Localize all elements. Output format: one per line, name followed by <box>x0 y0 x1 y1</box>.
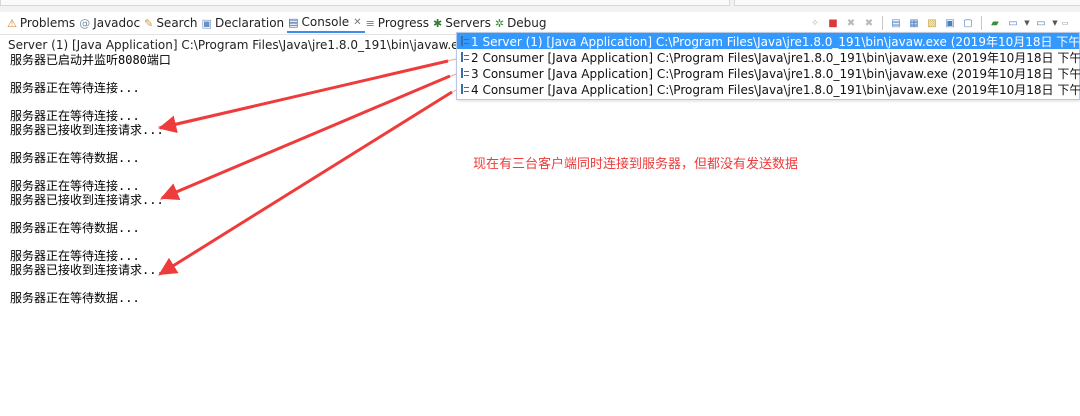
progress-icon: ≡ <box>365 16 375 30</box>
search-icon: ✎ <box>144 16 154 30</box>
scroll-lock-icon[interactable]: ▤ <box>891 17 901 29</box>
console-line <box>10 235 171 249</box>
javadoc-icon: @ <box>79 16 91 30</box>
annotation-text: 现在有三台客户端同时连接到服务器，但都没有发送数据 <box>473 157 799 172</box>
chevron-down-icon[interactable]: ▼ <box>1024 19 1030 27</box>
pin-console-icon[interactable]: ▢ <box>963 17 973 29</box>
tab-label: Problems <box>19 16 76 30</box>
problems-icon: ⚠ <box>7 16 17 30</box>
open-console-icon[interactable]: ▭ <box>1008 17 1018 29</box>
tab-servers[interactable]: ✱Servers <box>432 13 494 33</box>
console-line <box>10 67 171 81</box>
console-output[interactable]: 服务器已启动并监听8080端口服务器正在等待连接...服务器正在等待连接...服… <box>10 53 171 305</box>
remove-all-terminated-icon[interactable]: ✖ <box>864 17 874 29</box>
console-icon <box>461 84 469 94</box>
console-select-item[interactable]: 2 Consumer [Java Application] C:\Program… <box>457 49 1080 65</box>
console-select-item[interactable]: 1 Server (1) [Java Application] C:\Progr… <box>457 33 1080 49</box>
console-process-label: Server (1) [Java Application] C:\Program… <box>8 38 456 52</box>
declaration-icon: ▣ <box>201 16 212 30</box>
remove-all-icon[interactable]: ✖ <box>846 17 856 29</box>
console-line: 服务器已接收到连接请求... <box>10 263 164 277</box>
console-line <box>10 137 171 151</box>
console-select-label: 3 Consumer [Java Application] C:\Program… <box>471 66 1080 81</box>
new-console-icon[interactable]: ▭ <box>1036 17 1046 29</box>
terminate-icon[interactable]: ■ <box>828 17 838 29</box>
top-panel-edge-right <box>734 0 1080 6</box>
minimize-icon[interactable]: ▭ <box>1061 19 1069 27</box>
top-panel-edge-left <box>0 0 730 6</box>
console-icon <box>461 36 469 46</box>
toolbar-separator <box>981 16 982 30</box>
debug-icon: ✲ <box>494 16 505 30</box>
tab-label: Javadoc <box>93 16 141 30</box>
console-line: 服务器正在等待连接... <box>10 249 140 263</box>
console-line: 服务器正在等待连接... <box>10 109 140 123</box>
console-icon: ▤ <box>288 15 299 29</box>
tab-search[interactable]: ✎Search <box>143 13 200 33</box>
console-select-label: 2 Consumer [Java Application] C:\Program… <box>471 50 1080 65</box>
console-view: Server (1) [Java Application] C:\Program… <box>0 35 1080 416</box>
tab-label: Declaration <box>214 16 285 30</box>
tab-debug[interactable]: ✲Debug <box>494 13 550 33</box>
console-line <box>10 95 171 109</box>
console-select-dropdown[interactable]: 1 Server (1) [Java Application] C:\Progr… <box>456 32 1080 100</box>
tab-label: Debug <box>507 16 547 30</box>
toolbar-separator <box>882 16 883 30</box>
console-line <box>10 165 171 179</box>
view-tab-bar: ⚠Problems@Javadoc✎Search▣Declaration▤Con… <box>0 12 1080 35</box>
display-console-icon[interactable]: ▰ <box>991 17 999 29</box>
tab-console[interactable]: ▤Console✕ <box>287 13 365 33</box>
console-select-label: 4 Consumer [Java Application] C:\Program… <box>471 82 1080 97</box>
tab-label: Servers <box>445 16 491 30</box>
console-select-item[interactable]: 4 Consumer [Java Application] C:\Program… <box>457 81 1080 97</box>
console-line: 服务器正在等待数据... <box>10 291 140 305</box>
console-icon <box>461 52 469 62</box>
console-line: 服务器正在等待连接... <box>10 179 140 193</box>
tab-declaration[interactable]: ▣Declaration <box>201 13 288 33</box>
remove-launch-icon[interactable]: ✧ <box>810 17 820 29</box>
console-line: 服务器已启动并监听8080端口 <box>10 53 171 67</box>
console-line: 服务器已接收到连接请求... <box>10 193 164 207</box>
tab-problems[interactable]: ⚠Problems <box>6 13 78 33</box>
console-line: 服务器正在等待数据... <box>10 221 140 235</box>
word-wrap-icon[interactable]: ▦ <box>909 17 919 29</box>
tab-label: Console <box>301 15 350 29</box>
top-window-strip <box>0 0 1080 12</box>
console-toolbar: ✧■✖✖▤▦▧▣▢▰▭▼▭▼▭ <box>806 15 1070 31</box>
show-on-output-icon[interactable]: ▧ <box>927 17 937 29</box>
console-select-label: 1 Server (1) [Java Application] C:\Progr… <box>471 34 1080 49</box>
tab-javadoc[interactable]: @Javadoc <box>78 13 143 33</box>
console-icon <box>461 68 469 78</box>
close-icon[interactable]: ✕ <box>353 16 362 28</box>
tab-label: Search <box>156 16 198 30</box>
console-line <box>10 207 171 221</box>
tab-progress[interactable]: ≡Progress <box>365 13 432 33</box>
chevron-down-icon[interactable]: ▼ <box>1052 19 1058 27</box>
console-line: 服务器正在等待连接... <box>10 81 140 95</box>
servers-icon: ✱ <box>433 16 443 30</box>
show-on-error-icon[interactable]: ▣ <box>945 17 955 29</box>
console-select-item[interactable]: 3 Consumer [Java Application] C:\Program… <box>457 65 1080 81</box>
tab-label: Progress <box>377 16 430 30</box>
view-tabs: ⚠Problems@Javadoc✎Search▣Declaration▤Con… <box>6 12 550 34</box>
console-line: 服务器正在等待数据... <box>10 151 140 165</box>
console-line <box>10 277 171 291</box>
console-line: 服务器已接收到连接请求... <box>10 123 164 137</box>
